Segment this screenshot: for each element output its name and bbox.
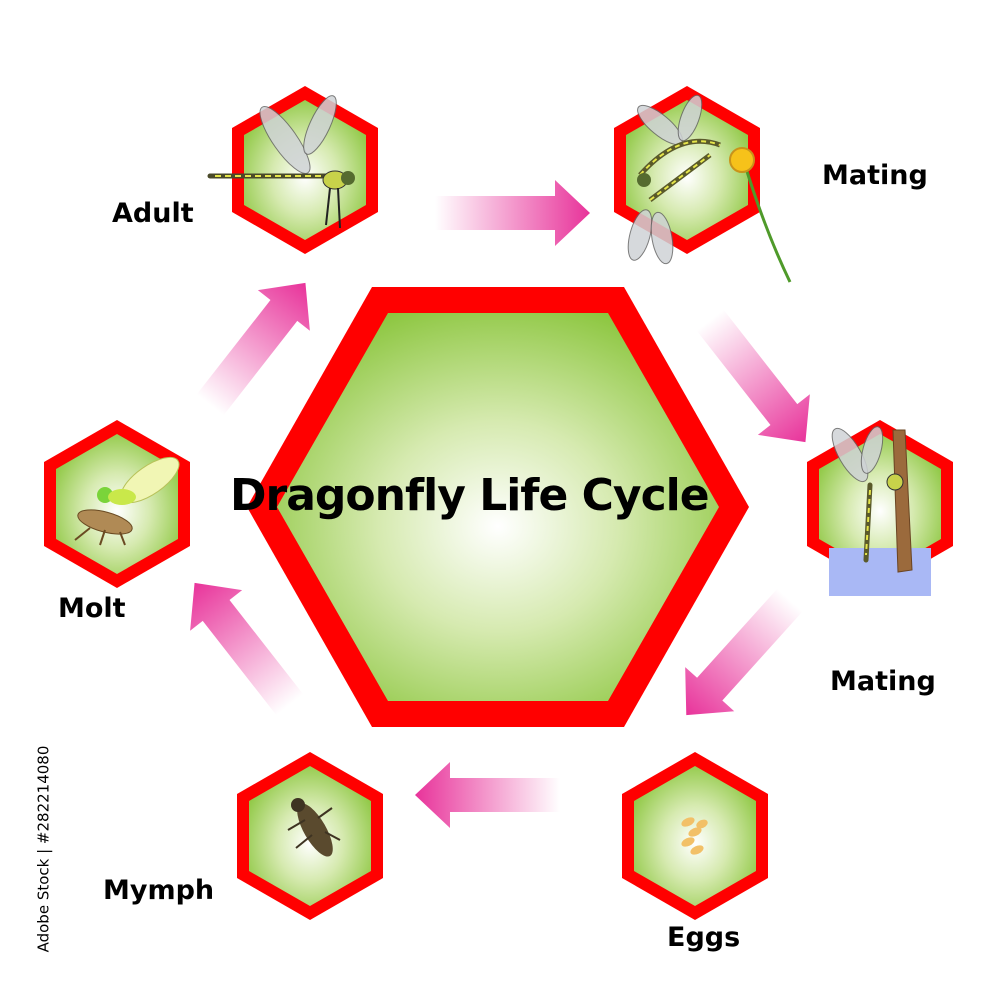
stage-label-adult: Adult	[112, 198, 194, 229]
stage-label-molt: Molt	[58, 593, 126, 624]
stage-nymph-hexagon	[237, 752, 383, 920]
arrow-molt-to-adult	[196, 282, 310, 416]
arrow-mating-to-egg-laying	[696, 309, 810, 443]
arrow-adult-to-mating	[435, 180, 590, 246]
stage-egg-laying-hexagon	[807, 420, 953, 596]
egg-laying-dragonfly-icon	[829, 426, 931, 596]
arrow-nymph-to-molt	[190, 582, 304, 716]
stage-label-mating: Mating	[822, 160, 928, 191]
stage-label-nymph: Mymph	[103, 875, 215, 906]
nymph-icon	[287, 798, 341, 857]
center-hexagon	[247, 287, 749, 727]
stage-label-egg-laying: Mating	[830, 666, 936, 697]
mating-dragonflies-icon	[627, 94, 792, 283]
molting-dragonfly-icon	[74, 456, 180, 546]
stock-id-text: Adobe Stock | #282214080	[34, 745, 53, 953]
stage-molt-hexagon	[44, 420, 190, 588]
stage-eggs-hexagon	[622, 752, 768, 920]
arrow-egg-laying-to-eggs	[685, 588, 803, 716]
stage-mating-hexagon	[614, 86, 792, 283]
stage-adult-hexagon	[207, 86, 378, 254]
diagram-title: Dragonfly Life Cycle	[230, 470, 710, 521]
stage-label-eggs: Eggs	[667, 922, 741, 953]
dragonfly-icon	[207, 95, 355, 229]
arrow-eggs-to-nymph	[415, 762, 560, 828]
eggs-icon	[681, 817, 708, 855]
